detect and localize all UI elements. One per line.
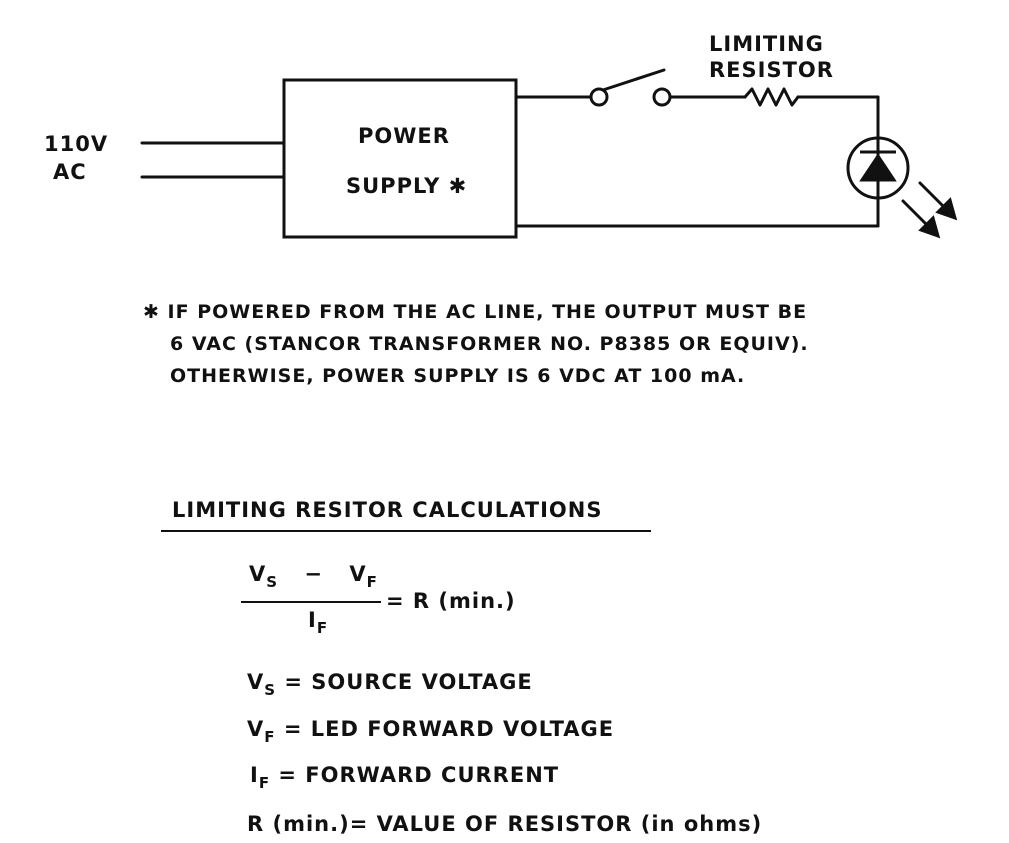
input-type-label: AC	[53, 160, 87, 184]
power-supply-label-1: POWER	[358, 124, 450, 148]
def-subscript: F	[264, 728, 276, 746]
arrowhead-2-icon	[918, 215, 941, 239]
definition-row: VF = LED FORWARD VOLTAGE	[247, 717, 614, 746]
num-operator: −	[304, 562, 323, 586]
footnote-line-3: OTHERWISE, POWER SUPPLY IS 6 VDC AT 100 …	[170, 365, 746, 387]
definition-row: R (min.)= VALUE OF RESISTOR (in ohms)	[247, 812, 762, 841]
den-symbol: I	[308, 608, 317, 632]
calc-title-underline	[161, 530, 651, 532]
switch-blade	[601, 68, 666, 92]
def-subscript: S	[264, 681, 277, 699]
def-symbol: R (min.)	[247, 812, 350, 836]
definition-row: VS = SOURCE VOLTAGE	[247, 670, 533, 699]
num-a-symbol: V	[249, 562, 267, 586]
formula-numerator: VS − VF	[249, 562, 378, 591]
footnote-line-2: 6 VAC (STANCOR TRANSFORMER NO. P8385 OR …	[170, 333, 809, 355]
resistor-icon	[743, 87, 800, 107]
power-supply-box	[282, 78, 518, 239]
def-symbol: V	[247, 670, 265, 694]
def-text: = SOURCE VOLTAGE	[276, 670, 533, 694]
definition-row: IF = FORWARD CURRENT	[250, 763, 559, 792]
def-text: = LED FORWARD VOLTAGE	[275, 717, 615, 741]
switch-contact-left	[589, 87, 609, 107]
def-subscript: F	[258, 774, 271, 792]
formula-denominator: IF	[308, 608, 328, 637]
def-text: = VALUE OF RESISTOR (in ohms)	[349, 812, 763, 836]
fraction-bar	[241, 601, 381, 603]
formula-result: = R (min.)	[386, 589, 516, 613]
num-b-symbol: V	[349, 562, 367, 586]
def-symbol: I	[250, 763, 259, 787]
def-symbol: V	[247, 717, 265, 741]
resistor-label-1: LIMITING	[709, 32, 824, 56]
footnote-line-1: ✱ IF POWERED FROM THE AC LINE, THE OUTPU…	[143, 301, 808, 323]
calc-title: LIMITING RESITOR CALCULATIONS	[172, 498, 603, 522]
num-a-subscript: S	[266, 573, 279, 591]
den-subscript: F	[316, 619, 329, 637]
input-voltage-label: 110V	[44, 132, 109, 156]
num-b-subscript: F	[366, 573, 378, 591]
arrowhead-1-icon	[935, 197, 958, 221]
power-supply-label-2: SUPPLY ✱	[346, 174, 468, 198]
def-text: = FORWARD CURRENT	[270, 763, 560, 787]
switch-contact-right	[652, 87, 672, 107]
resistor-label-2: RESISTOR	[709, 58, 834, 82]
